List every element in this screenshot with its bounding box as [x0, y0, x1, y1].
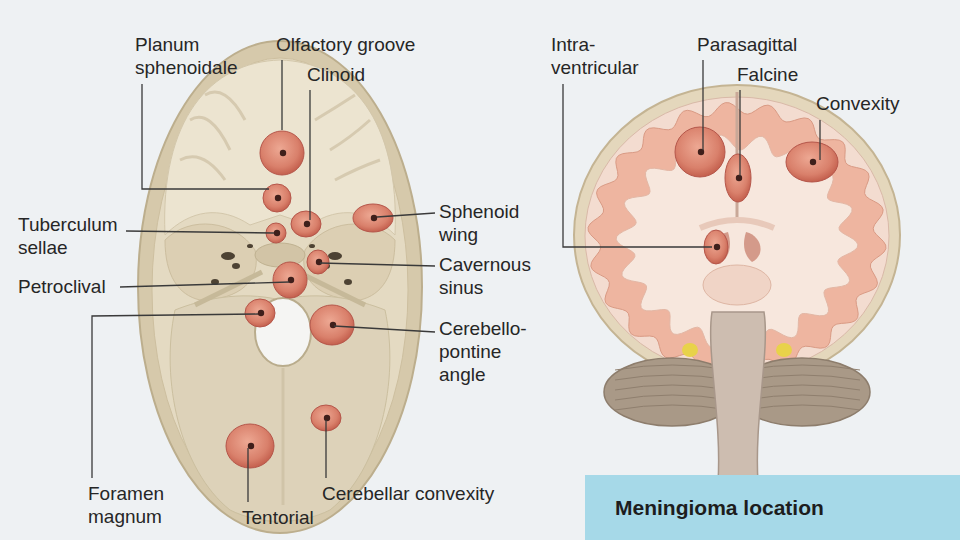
foramen [221, 252, 235, 260]
skull-rim [138, 41, 422, 533]
skull-base [138, 41, 422, 533]
structure-label: Parasagittal [697, 33, 797, 56]
structure-label: Tuberculum sellae [18, 213, 133, 259]
foramen [328, 252, 342, 260]
structure-label: Tentorial [242, 506, 314, 529]
caption-text: Meningioma location [615, 475, 824, 540]
tumor-dot [248, 443, 254, 449]
structure-label: Cavernous sinus [439, 253, 549, 299]
structure-label: Clinoid [307, 63, 365, 86]
leader-line [142, 84, 269, 189]
structure-label: Planum sphenoidale [135, 33, 260, 79]
leader-line [325, 420, 326, 478]
structure-label: Cerebellar convexity [322, 482, 494, 505]
tumor-dot [274, 230, 280, 236]
tumor-group [226, 127, 838, 468]
leader-line [309, 90, 310, 220]
tumor-dot [316, 259, 322, 265]
leader-line [120, 282, 289, 287]
tumor-dot [714, 244, 720, 250]
anterior-fossa [165, 60, 396, 235]
middle-fossa [304, 224, 395, 300]
orbital-ridge [330, 120, 370, 150]
cranial-floor [152, 58, 408, 522]
foramen [344, 279, 352, 285]
brainstem [711, 312, 766, 482]
meningioma-tumor [353, 204, 393, 232]
cerebellar-folia [745, 395, 860, 400]
petrous-ridge [298, 272, 365, 305]
meningioma-tumor [307, 250, 329, 274]
caption-band: Meningioma location [585, 475, 960, 540]
tumor-dot [810, 159, 816, 165]
foramen [247, 244, 253, 248]
meningioma-tumor [226, 424, 274, 468]
orbital-ridge [315, 95, 355, 120]
thalamus [703, 265, 771, 305]
tumor-dot [275, 195, 281, 201]
leader-line [819, 120, 820, 160]
orbital-ridge [205, 92, 245, 120]
leader-line [126, 231, 274, 233]
meningioma-tumor [245, 299, 275, 327]
petrous-ridge [195, 272, 262, 305]
nerve-ganglion [682, 343, 698, 357]
middle-fossa [165, 224, 256, 300]
ventricle [744, 232, 761, 262]
meningioma-tumor [291, 211, 321, 237]
cerebellar-folia [615, 405, 730, 410]
orbital-ridge [180, 157, 225, 180]
tumor-dot [280, 150, 286, 156]
leader-line [320, 263, 435, 266]
meningioma-tumor [310, 305, 354, 345]
leader-line [702, 60, 703, 150]
structure-label: Falcine [737, 63, 798, 86]
orbital-ridge [190, 117, 230, 150]
tumor-dot [330, 322, 336, 328]
corpus-callosum [700, 220, 774, 228]
leader-line [563, 84, 712, 247]
foramen [232, 263, 240, 269]
leader-line [377, 213, 435, 217]
leader-line [92, 314, 258, 478]
leader-line [334, 326, 435, 332]
brain-section [574, 85, 900, 482]
leader-lines [92, 60, 820, 502]
meningioma-tumor [725, 154, 751, 202]
cerebellar-folia [615, 395, 730, 400]
leader-line [281, 60, 282, 130]
structure-label: Intra-ventricular [551, 33, 655, 79]
structure-label: Convexity [816, 92, 899, 115]
meningioma-tumor [263, 184, 291, 212]
structure-label: Sphenoid wing [439, 200, 539, 246]
tumor-dot [324, 415, 330, 421]
meningioma-tumor [273, 262, 307, 298]
foramen [309, 244, 315, 248]
tumor-dot [304, 221, 310, 227]
structure-label: Cerebello-pontine angle [439, 317, 543, 386]
meningioma-tumor [675, 127, 725, 177]
tumor-dot [371, 215, 377, 221]
meningioma-tumor [260, 131, 304, 175]
meningioma-tumor [786, 142, 838, 182]
structure-label: Petroclival [18, 275, 106, 298]
leader-line [739, 90, 740, 176]
leader-line [247, 448, 248, 502]
tumor-dot [258, 310, 264, 316]
nerve-ganglion [776, 343, 792, 357]
tumor-dot [736, 175, 742, 181]
structure-label: Foramen magnum [88, 482, 180, 528]
cerebellar-folia [745, 405, 860, 410]
occipital-crest [282, 368, 285, 505]
cerebellar-folia [615, 385, 730, 390]
structure-label: Olfactory groove [276, 33, 415, 56]
orbital-ridge [335, 160, 380, 180]
